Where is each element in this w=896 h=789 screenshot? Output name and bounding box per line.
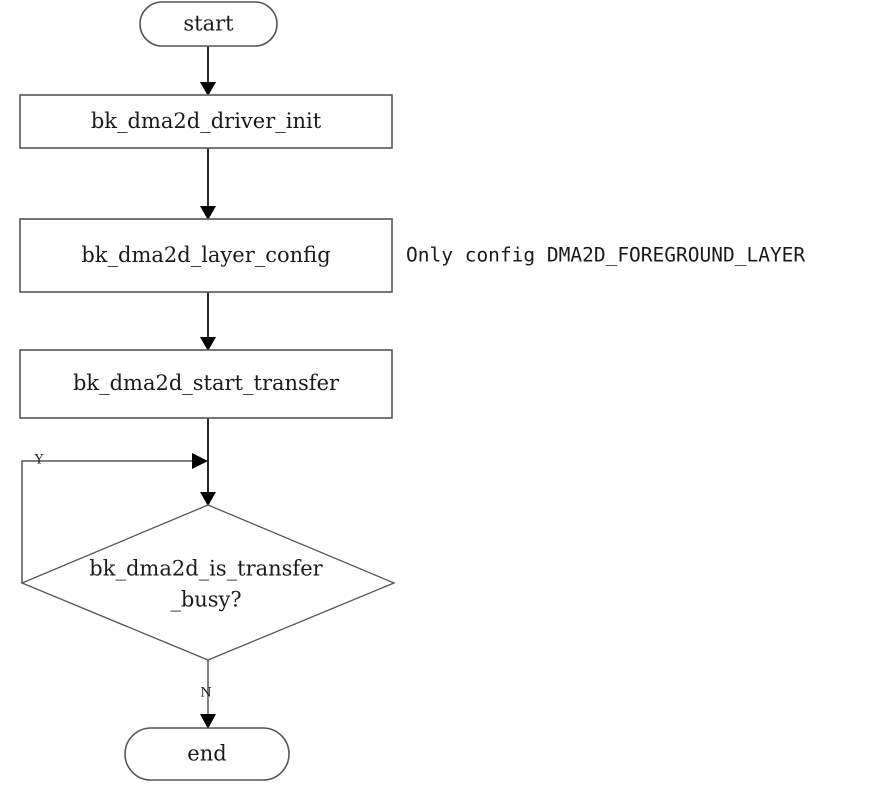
arrowhead-icon <box>192 453 208 469</box>
edge-path <box>21 460 197 583</box>
node-driver-init[interactable]: bk_dma2d_driver_init <box>19 94 393 149</box>
edge-label-no: N <box>200 686 211 701</box>
node-driver-init-shape[interactable] <box>19 94 393 149</box>
edge-layer-config-to-start-transfer <box>200 292 216 351</box>
node-end[interactable]: end <box>124 727 290 781</box>
edge-is-busy-yes-loopback: Y <box>21 453 208 583</box>
node-end-label: end <box>187 742 226 766</box>
annotation-layer-config-note: Only config DMA2D_FOREGROUND_LAYER <box>406 244 805 267</box>
edge-label-yes: Y <box>34 453 44 468</box>
node-layer-config-label: bk_dma2d_layer_config <box>81 243 330 267</box>
node-start-transfer-label: bk_dma2d_start_transfer <box>73 371 340 395</box>
edge-start-to-driver-init <box>200 45 216 96</box>
node-end-shape[interactable] <box>124 727 290 781</box>
node-is-transfer-busy[interactable]: bk_dma2d_is_transfer _busy? <box>20 504 396 661</box>
node-start-shape[interactable] <box>139 1 278 47</box>
node-is-transfer-busy-label-line2: _busy? <box>170 588 241 612</box>
edge-is-busy-no-to-end: N <box>200 660 216 729</box>
arrowhead-icon <box>200 337 216 351</box>
node-layer-config-shape[interactable] <box>19 218 393 293</box>
arrowhead-icon <box>200 714 216 729</box>
arrowhead-icon <box>200 82 216 96</box>
node-driver-init-label: bk_dma2d_driver_init <box>91 109 322 133</box>
edge-start-transfer-to-is-busy <box>200 418 216 506</box>
arrowhead-icon <box>200 492 216 506</box>
node-is-transfer-busy-shape[interactable] <box>20 504 396 661</box>
node-layer-config[interactable]: bk_dma2d_layer_config <box>19 218 393 293</box>
node-start-transfer[interactable]: bk_dma2d_start_transfer <box>19 349 393 419</box>
node-start-transfer-shape[interactable] <box>19 349 393 419</box>
arrowhead-icon <box>200 206 216 220</box>
node-start[interactable]: start <box>139 1 278 47</box>
edge-driver-init-to-layer-config <box>200 148 216 220</box>
node-is-transfer-busy-label-line1: bk_dma2d_is_transfer <box>89 557 323 581</box>
node-start-label: start <box>183 12 234 36</box>
